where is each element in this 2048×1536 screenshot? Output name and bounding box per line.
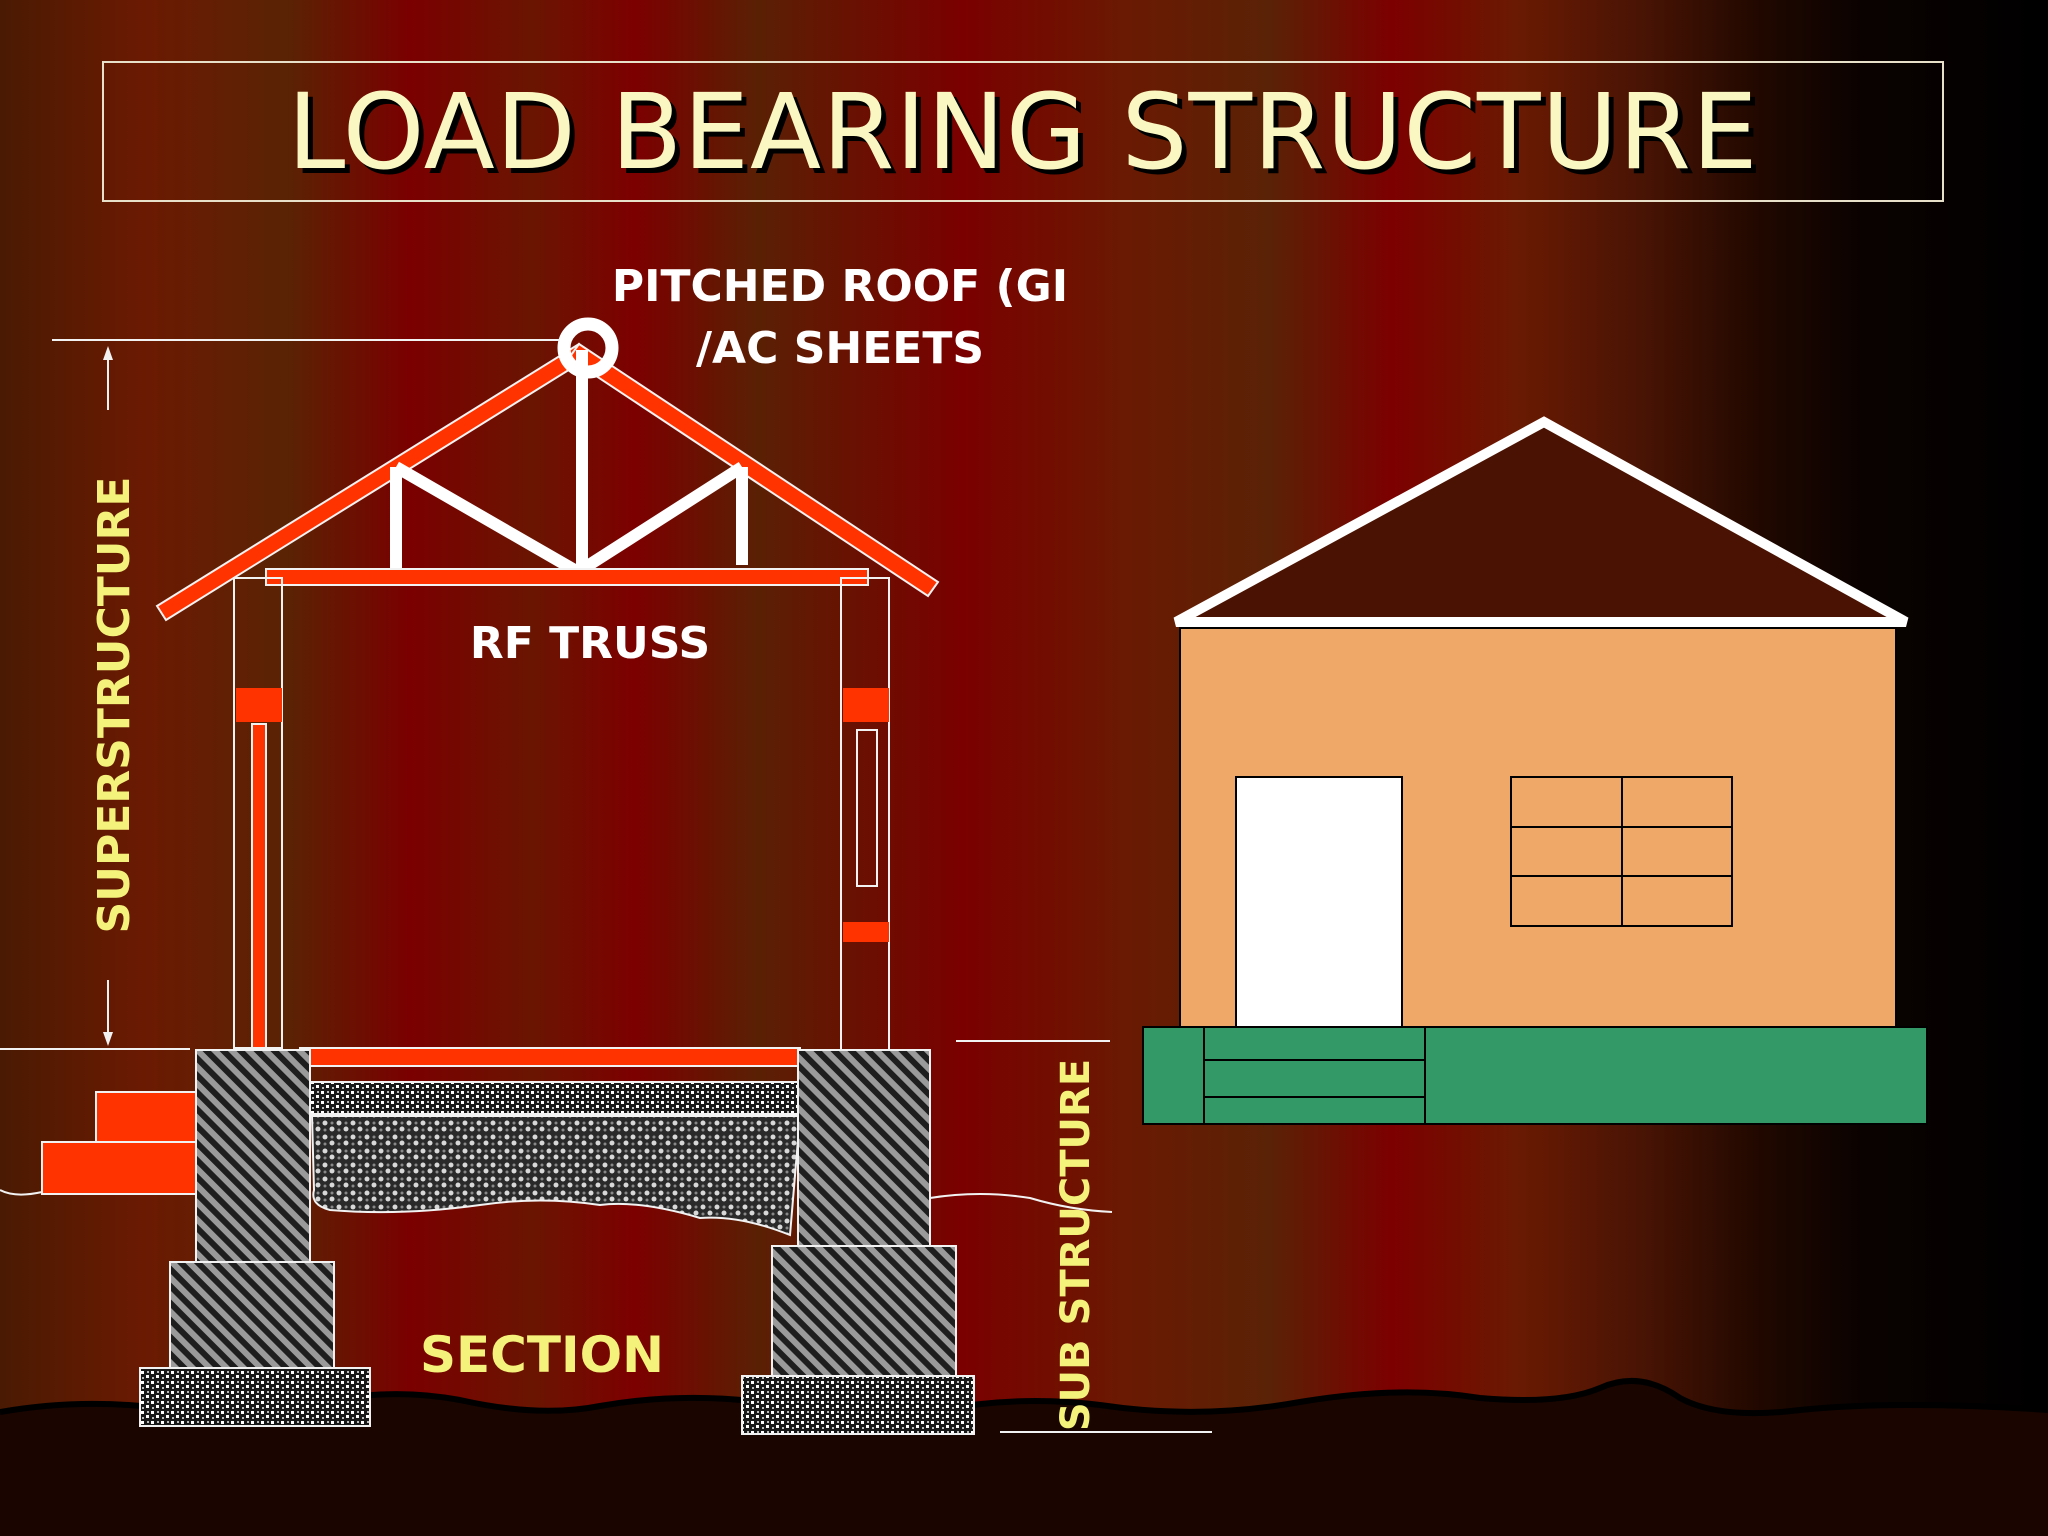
superstructure-dimension bbox=[0, 339, 560, 1050]
house-elevation bbox=[1142, 416, 1928, 1125]
ground-level-left bbox=[0, 1189, 43, 1196]
house-window bbox=[1510, 776, 1733, 927]
rf-truss-label: RF TRUSS bbox=[469, 618, 711, 669]
ground-level-right bbox=[929, 1193, 1113, 1213]
building-section bbox=[0, 317, 1113, 1435]
title-frame: LOAD BEARING STRUCTURE bbox=[102, 61, 1944, 202]
pitched-roof bbox=[155, 342, 940, 622]
pitched-roof-label-line2: /AC SHEETS bbox=[695, 323, 985, 374]
house-door bbox=[1235, 776, 1403, 1028]
plinth-filling bbox=[310, 1115, 802, 1237]
right-foundation bbox=[741, 1049, 975, 1435]
right-wall bbox=[840, 577, 890, 1069]
house-roof bbox=[1173, 416, 1909, 627]
left-wall bbox=[233, 577, 283, 1049]
floor-base bbox=[305, 1081, 809, 1115]
entrance-steps bbox=[41, 1091, 197, 1195]
slide-title: LOAD BEARING STRUCTURE bbox=[287, 70, 1759, 193]
pitched-roof-label-line1: PITCHED ROOF (GI bbox=[611, 261, 1069, 312]
floor-slab bbox=[299, 1047, 801, 1067]
superstructure-label: SUPERSTRUCTURE bbox=[89, 476, 140, 934]
house-plinth bbox=[1142, 1026, 1928, 1125]
substructure-dimension bbox=[956, 1040, 1212, 1433]
section-label: SECTION bbox=[420, 1326, 664, 1384]
pitched-roof-label: PITCHED ROOF (GI /AC SHEETS bbox=[600, 256, 1080, 380]
roof-truss bbox=[265, 350, 869, 586]
sub-structure-label: SUB STRUCTURE bbox=[1053, 1058, 1099, 1432]
